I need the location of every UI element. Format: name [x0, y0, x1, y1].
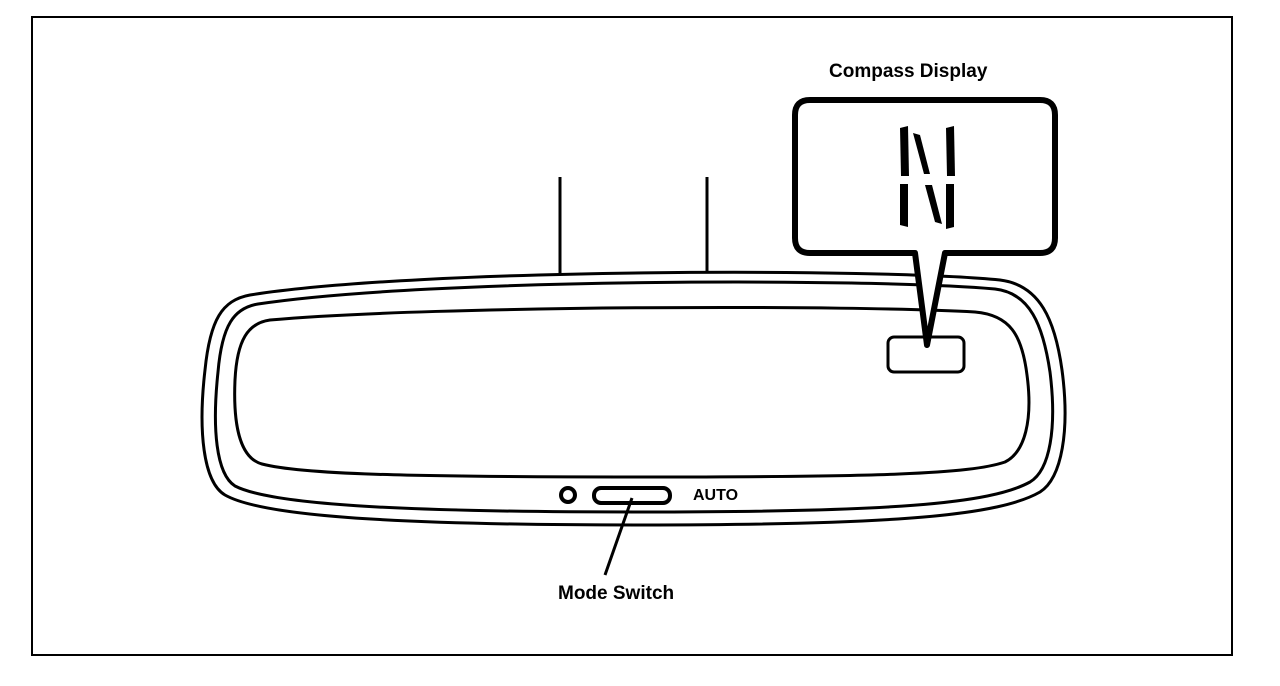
light-sensor-icon	[559, 486, 577, 504]
compass-heading-n	[900, 126, 955, 229]
mode-switch-button[interactable]	[592, 486, 672, 505]
mode-switch-label: Mode Switch	[558, 583, 675, 604]
compass-callout	[792, 97, 1058, 348]
diagram-frame	[31, 16, 1233, 656]
auto-label: AUTO	[693, 487, 739, 504]
mode-switch-leader	[603, 497, 634, 576]
mirror-glass	[233, 305, 1031, 479]
compass-display-label: Compass Display	[829, 61, 988, 82]
